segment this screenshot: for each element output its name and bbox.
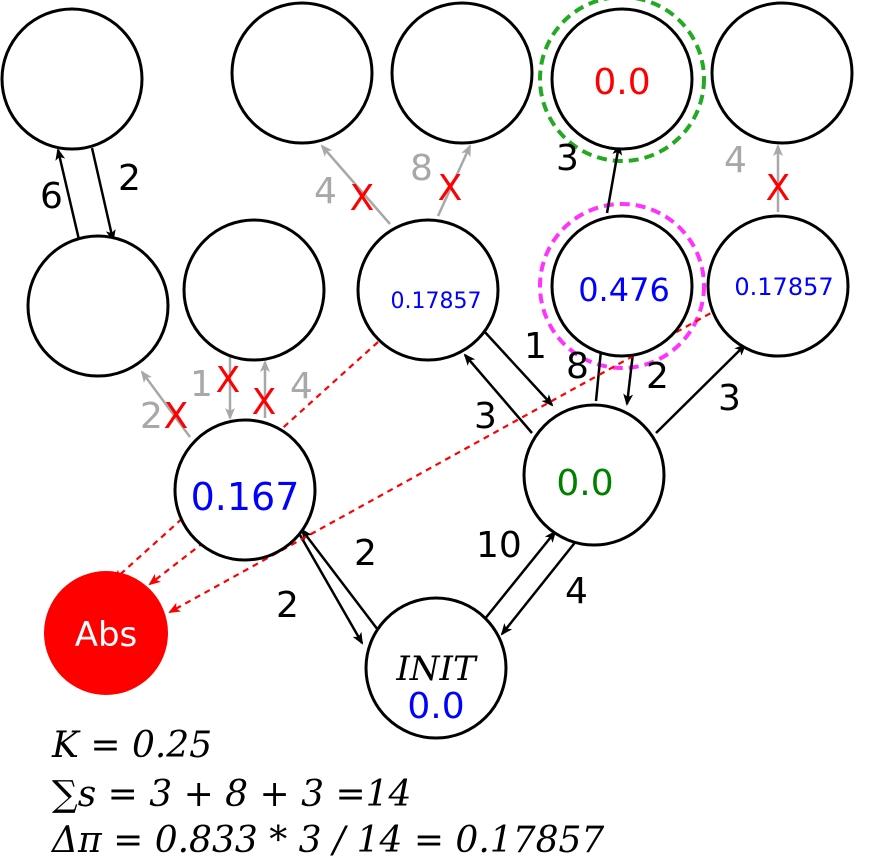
label-pink-to-center: 2 bbox=[646, 356, 669, 397]
edge-topleft-lowleft bbox=[90, 147, 116, 242]
formula-delta: Δπ = 0.833 * 3 / 14 = 0.17857 bbox=[50, 820, 604, 861]
blocked-mark-mid-topA: X bbox=[350, 178, 375, 219]
node-top-far-left bbox=[0, 7, 144, 151]
edge-center-mid bbox=[463, 353, 533, 434]
label-center-to-right: 3 bbox=[718, 378, 741, 419]
blocked-mark-mid-topB: X bbox=[438, 168, 463, 209]
green-node-value: 0.0 bbox=[593, 62, 650, 103]
magenta-highlight-ring bbox=[538, 202, 706, 370]
center-node-value: 0.0 bbox=[556, 463, 613, 504]
edge-center-right bbox=[655, 343, 747, 434]
absorbing-label: Abs bbox=[75, 615, 138, 655]
edge-init-left-lower bbox=[298, 534, 364, 645]
edge-pink-center bbox=[623, 352, 635, 406]
node-mid bbox=[356, 218, 500, 362]
node-low-left bbox=[26, 234, 170, 378]
label-topleft-to-lowleft: 2 bbox=[118, 158, 141, 199]
label-left-to-init: 2 bbox=[354, 533, 377, 574]
node-top-2 bbox=[390, 1, 534, 145]
edge-left-farleft bbox=[140, 370, 192, 438]
edge-center-init bbox=[500, 539, 578, 636]
label-mid-to-topB: 8 bbox=[410, 148, 433, 189]
label-lowleft-to-topleft: 6 bbox=[40, 176, 63, 217]
node-init bbox=[364, 596, 508, 740]
edge-pink-green bbox=[605, 143, 623, 214]
label-mid-to-center: 1 bbox=[524, 326, 547, 367]
init-node-title: INIT bbox=[395, 649, 478, 689]
edge-mid-topB bbox=[436, 144, 472, 217]
label-center-to-init: 4 bbox=[565, 571, 588, 612]
label-left-to-farleft: 2 bbox=[140, 396, 163, 437]
node-absorbing bbox=[44, 571, 168, 695]
label-init-to-center: 10 bbox=[476, 525, 522, 566]
node-left bbox=[173, 418, 317, 562]
right-node-value: 0.17857 bbox=[734, 273, 833, 301]
node-left-top bbox=[182, 218, 326, 362]
blocked-mark-right-top: X bbox=[766, 168, 791, 209]
edge-mid-topA bbox=[320, 144, 391, 225]
formula-sum: ∑s = 3 + 8 + 3 =14 bbox=[52, 774, 411, 815]
label-init-to-left: 2 bbox=[276, 585, 299, 626]
pink-node-value: 0.476 bbox=[578, 271, 670, 309]
node-top-right bbox=[710, 1, 854, 145]
blocked-mark-left-lefttop: X bbox=[216, 360, 241, 401]
label-left-to-lefttop: 1 bbox=[190, 364, 213, 405]
node-green-target bbox=[550, 7, 694, 151]
node-top-1 bbox=[230, 1, 374, 145]
label-pink-to-green: 3 bbox=[556, 138, 579, 179]
label-lefttop-to-left: 4 bbox=[290, 366, 313, 407]
init-node-value: 0.0 bbox=[407, 686, 464, 727]
edge-lowleft-topleft bbox=[55, 148, 82, 245]
node-right bbox=[706, 214, 850, 358]
node-center bbox=[522, 403, 666, 547]
label-mid-to-topA: 4 bbox=[314, 171, 337, 212]
node-pink bbox=[550, 214, 694, 358]
edge-mid-center bbox=[482, 329, 554, 407]
edge-init-left-upper bbox=[300, 528, 379, 631]
label-center-to-pink: 8 bbox=[566, 346, 589, 387]
formula-k: K = 0.25 bbox=[51, 725, 212, 766]
mid-node-value: 0.17857 bbox=[391, 289, 482, 314]
blocked-mark-left-farleft: X bbox=[164, 396, 189, 437]
label-center-to-mid: 3 bbox=[474, 396, 497, 437]
label-right-to-top: 4 bbox=[724, 140, 747, 181]
green-highlight-ring bbox=[538, 0, 706, 163]
edge-init-center bbox=[483, 530, 557, 621]
blocked-mark-lefttop-left: X bbox=[252, 382, 277, 423]
abs-edge-from-right bbox=[168, 307, 721, 613]
left-node-value: 0.167 bbox=[191, 475, 300, 519]
